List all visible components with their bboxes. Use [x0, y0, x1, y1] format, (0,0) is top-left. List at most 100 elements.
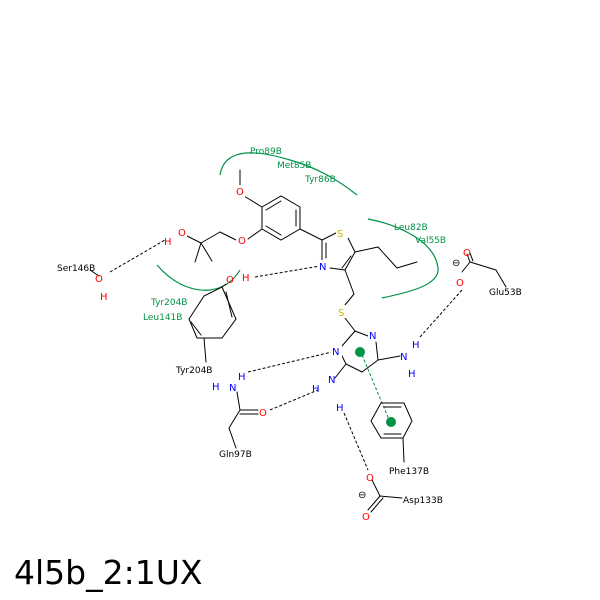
- bond: [186, 235, 202, 244]
- hbond-asp133b: [343, 412, 369, 471]
- bond: [469, 261, 497, 271]
- tyr204b-ring: [188, 286, 237, 339]
- oxygen-atom: O: [226, 275, 234, 286]
- bond: [299, 228, 323, 241]
- oxygen-atom: O: [95, 274, 103, 285]
- hydrophobic-arc-top: [219, 152, 358, 196]
- hydrogen-atom: H: [242, 273, 250, 284]
- bond: [402, 437, 405, 463]
- bond: [354, 330, 369, 337]
- bond: [461, 261, 471, 273]
- bond: [495, 269, 507, 288]
- hbond-gln97b-amine: [269, 389, 319, 411]
- hydrogen-atom: H: [100, 292, 108, 303]
- oxygen-atom: O: [463, 248, 471, 259]
- hydrogen-atom: H: [164, 237, 172, 248]
- residue-label-asp133b: Asp133B: [403, 496, 443, 506]
- hydrophobic-label-tyr86b: Tyr86B: [304, 175, 336, 185]
- residue-label-ser146b: Ser146B: [57, 264, 95, 274]
- bond: [265, 225, 282, 236]
- residue-label-phe137b: Phe137B: [389, 467, 429, 477]
- residue-label-tyr204b: Tyr204B: [175, 366, 212, 376]
- bond: [243, 195, 263, 208]
- nitrogen-atom: N: [319, 262, 326, 273]
- bond: [341, 255, 352, 269]
- oxygen-atom: O: [259, 408, 267, 419]
- oxygen-atom: O: [362, 512, 370, 523]
- hydrophobic-arc-left: [156, 264, 241, 291]
- atom-labels: O O O H S N S N N N H H N H H O H ⊖ O O …: [95, 185, 471, 523]
- residue-label-glu53b: Glu53B: [489, 288, 522, 298]
- bond: [329, 267, 346, 271]
- residue-label-gln97b: Gln97B: [219, 450, 252, 460]
- bond: [370, 497, 384, 513]
- hydrophobic-label-met85b: Met85B: [277, 161, 311, 171]
- bond: [344, 293, 355, 306]
- bond: [344, 317, 356, 332]
- oxygen-atom: O: [236, 187, 244, 198]
- pi-stacking-line: [361, 354, 391, 423]
- bond: [345, 363, 363, 373]
- nitrogen-atom: N: [332, 347, 339, 358]
- hydrogen-atom: H: [238, 372, 246, 383]
- hydrogen-atom: H: [312, 384, 320, 395]
- bond: [228, 427, 237, 449]
- bond: [396, 261, 418, 269]
- bond: [371, 479, 381, 497]
- hydrogen-atom: H: [408, 369, 416, 380]
- hydrophobic-label-tyr204b: Tyr204B: [150, 298, 187, 308]
- hbond-gln97b-pyrimidine: [247, 351, 333, 373]
- bond: [377, 355, 401, 361]
- hydrophobic-label-leu141b: Leu141B: [143, 313, 182, 323]
- oxygen-atom: O: [456, 278, 464, 289]
- hbond-glu53b: [419, 289, 463, 338]
- sulfur-atom: S: [337, 229, 343, 240]
- hydrophobic-label-leu82b: Leu82B: [394, 223, 428, 233]
- hydrophobic-label-pro89b: Pro89B: [250, 147, 282, 157]
- bond: [190, 321, 202, 336]
- bond: [89, 269, 100, 277]
- bond: [354, 246, 379, 253]
- nitrogen-atom: N: [229, 383, 236, 394]
- bond: [344, 251, 356, 271]
- negative-charge: ⊖: [452, 258, 460, 269]
- bond: [247, 228, 263, 240]
- hydrophobic-label-val55b: Val55B: [415, 236, 446, 246]
- hydrogen-atom: H: [336, 403, 344, 414]
- diagram-title: 4l5b_2:1UX: [14, 553, 202, 592]
- bond: [344, 269, 355, 295]
- pyrimidine-ring-centroid: [355, 347, 365, 357]
- hbond-ser146b: [109, 239, 166, 273]
- bond: [367, 495, 381, 511]
- bond: [194, 242, 202, 263]
- oxygen-atom: O: [178, 228, 186, 239]
- bond: [228, 409, 241, 429]
- hbond-tyr-thiazole: [254, 265, 321, 278]
- bond: [200, 242, 213, 262]
- hydrophobic-arc-right: [367, 218, 439, 299]
- bond: [321, 232, 337, 241]
- bond: [347, 237, 356, 253]
- bond: [203, 337, 207, 363]
- bond: [466, 253, 471, 263]
- ligand-aryl-ring: [261, 195, 301, 241]
- bond: [225, 291, 233, 318]
- bond: [469, 252, 474, 262]
- nitrogen-atom: N: [328, 375, 335, 386]
- phe137b-ring-centroid: [386, 417, 396, 427]
- oxygen-atom: O: [366, 473, 374, 484]
- bond: [236, 391, 241, 411]
- sulfur-atom: S: [338, 308, 344, 319]
- hydrogen-atom: H: [412, 340, 420, 351]
- bond: [221, 283, 227, 288]
- hydrogen-atom: H: [212, 382, 220, 393]
- nitrogen-atom: N: [369, 331, 376, 342]
- bond: [219, 231, 237, 241]
- bond: [341, 330, 356, 347]
- bond: [377, 246, 398, 269]
- bond: [379, 495, 403, 499]
- oxygen-atom: O: [238, 236, 246, 247]
- bond: [200, 231, 221, 244]
- bond: [375, 341, 379, 361]
